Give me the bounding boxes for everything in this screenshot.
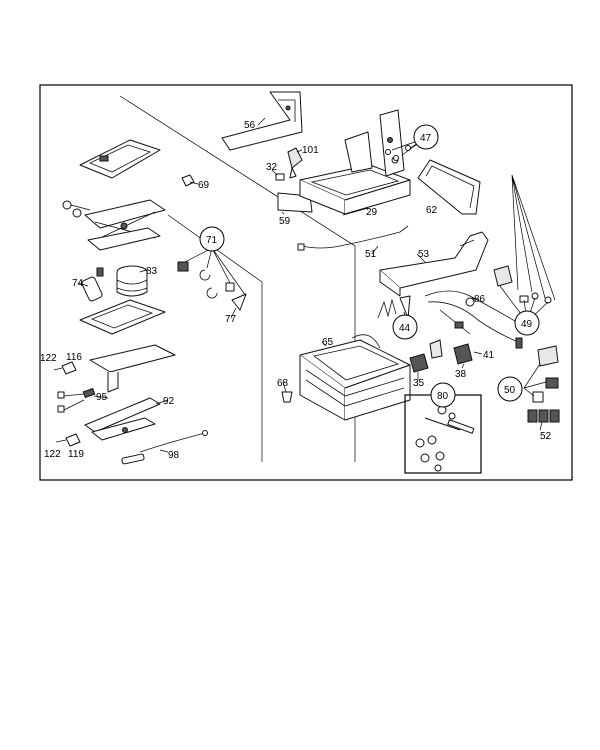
spring-44	[351, 295, 411, 349]
callout-circle-44	[392, 314, 418, 340]
callout-116: 116	[66, 352, 82, 363]
connector-38	[453, 343, 473, 365]
cable-98	[121, 430, 208, 465]
diagram-frame	[39, 84, 573, 481]
base-plate	[79, 299, 166, 335]
screw-68	[281, 391, 293, 403]
air-bellows-83	[116, 265, 148, 297]
callout-69: 69	[198, 180, 210, 191]
callout-circle-80	[430, 382, 456, 408]
armrest-53	[379, 231, 489, 297]
callout-47: 47	[420, 133, 432, 144]
nut-69	[181, 174, 195, 187]
callout-122-top: 122	[40, 353, 57, 364]
callout-32: 32	[266, 162, 278, 173]
callout-68: 68	[277, 378, 289, 389]
connector-116	[53, 361, 77, 375]
callout-95: 95	[96, 392, 108, 403]
seat-frame-29	[299, 109, 411, 215]
wire-harness-86	[424, 290, 523, 349]
switch-block-52	[527, 409, 560, 423]
cable-51	[297, 225, 409, 251]
callout-83: 83	[146, 266, 158, 277]
connector-35	[409, 353, 429, 373]
air-spring-74	[81, 267, 104, 302]
washer-group	[62, 200, 91, 218]
callout-101: 101	[302, 145, 319, 156]
scissor-mechanism	[84, 199, 166, 251]
callout-29: 29	[366, 207, 378, 218]
leader-lines	[77, 117, 543, 453]
connector-41	[429, 339, 443, 359]
callout-52: 52	[540, 431, 552, 442]
callout-86: 86	[474, 294, 486, 305]
seat-frame-plate	[79, 139, 161, 179]
seat-pan-65	[299, 339, 411, 421]
handle-101	[287, 147, 303, 179]
clip-group-71	[177, 247, 247, 311]
callout-74: 74	[72, 278, 84, 289]
callout-35: 35	[413, 378, 425, 389]
cushion-pad-62	[417, 159, 481, 215]
callout-circle-49	[514, 310, 540, 336]
callout-59: 59	[279, 216, 291, 227]
callout-44: 44	[399, 323, 411, 334]
connector-95	[57, 387, 96, 413]
callout-circle-71	[199, 226, 225, 252]
seat-rail-92	[84, 397, 161, 441]
callout-62: 62	[426, 205, 438, 216]
switch-parts-49	[493, 174, 556, 323]
callout-38: 38	[455, 369, 467, 380]
backrest-part-56	[221, 91, 303, 151]
divider-line-inner	[167, 214, 263, 370]
connector-119	[55, 433, 81, 447]
fastener-box-80	[404, 394, 482, 474]
callout-98: 98	[168, 450, 180, 461]
callout-circle-47	[413, 124, 439, 150]
switch-group-50	[523, 345, 559, 403]
callout-92: 92	[163, 396, 175, 407]
callout-50: 50	[504, 385, 516, 396]
callout-circle-50	[497, 376, 523, 402]
slide-bracket	[89, 344, 176, 393]
callout-53: 53	[418, 249, 430, 260]
callout-51: 51	[365, 249, 377, 260]
callout-77: 77	[225, 314, 237, 325]
callout-49: 49	[521, 319, 533, 330]
callout-41: 41	[483, 350, 495, 361]
callout-71: 71	[206, 235, 218, 246]
callout-56: 56	[244, 120, 256, 131]
callout-80: 80	[437, 391, 449, 402]
callout-122-bottom: 122	[44, 449, 61, 460]
callout-65: 65	[322, 337, 334, 348]
callout-119: 119	[68, 449, 84, 460]
clip-32	[275, 173, 285, 181]
